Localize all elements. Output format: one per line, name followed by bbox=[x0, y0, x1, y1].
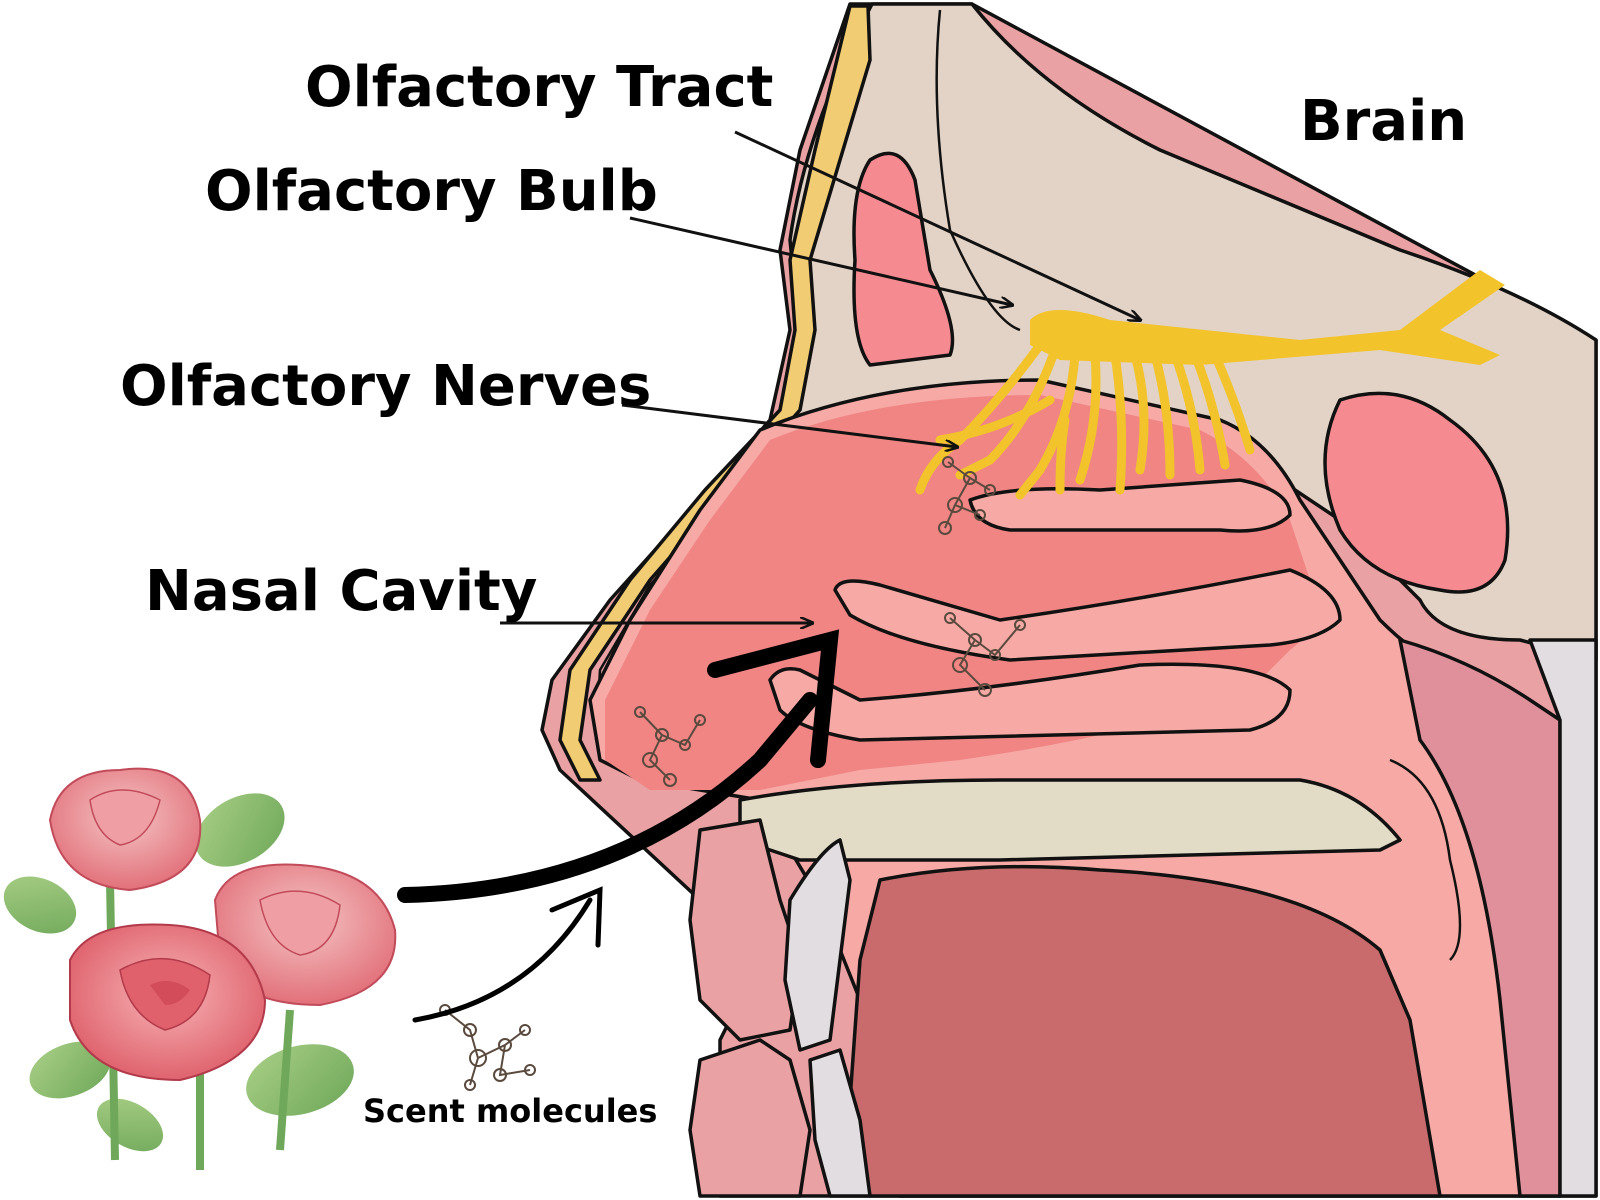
lower-lip bbox=[688, 1038, 812, 1198]
rose-flower bbox=[69, 923, 267, 1082]
rose-leaf bbox=[195, 793, 285, 867]
hard-palate bbox=[738, 778, 1402, 862]
head-cross-section bbox=[540, 2, 1598, 1198]
label-brain: Brain bbox=[1300, 89, 1467, 154]
leader-olfactory-bulb bbox=[629, 216, 1012, 305]
airflow-arrow-small bbox=[412, 897, 593, 1023]
airflow-arrow-large bbox=[397, 692, 818, 903]
leader-olfactory-tract bbox=[734, 130, 1140, 320]
rose-leaf bbox=[29, 1041, 111, 1099]
labels: Olfactory Tract Olfactory Bulb Olfactory… bbox=[120, 55, 1467, 1130]
airflow-arrowhead-large bbox=[707, 629, 840, 768]
scent-molecule-cluster-air bbox=[439, 1004, 536, 1091]
label-olfactory-nerves: Olfactory Nerves bbox=[120, 354, 651, 419]
rose-leaf bbox=[96, 1098, 164, 1152]
inferior-turbinate bbox=[768, 662, 1292, 742]
olfactory-tract-shape bbox=[1030, 270, 1505, 365]
upper-tooth bbox=[783, 838, 852, 1052]
sphenoid-sinus bbox=[1323, 391, 1510, 594]
pharynx-wall bbox=[1398, 638, 1562, 1198]
label-olfactory-tract: Olfactory Tract bbox=[305, 55, 773, 120]
upper-lip bbox=[688, 818, 802, 1042]
leader-lines bbox=[500, 130, 1140, 623]
frontal-sinus bbox=[852, 151, 955, 367]
superior-turbinate bbox=[968, 478, 1292, 533]
spine-column bbox=[1528, 638, 1598, 1198]
contour-lines bbox=[1389, 758, 1462, 961]
leader-olfactory-nerves bbox=[621, 403, 957, 447]
label-scent-molecules: Scent molecules bbox=[363, 1092, 657, 1130]
label-nasal-cavity: Nasal Cavity bbox=[145, 559, 537, 624]
scent-molecule-cluster-nostril bbox=[634, 706, 706, 787]
roses-illustration bbox=[3, 767, 397, 1170]
rose-stem bbox=[276, 1009, 294, 1151]
airflow-arrows bbox=[397, 629, 840, 1023]
olfactory-nerve-fibers bbox=[915, 340, 1255, 500]
scent-molecule-cluster-nerves bbox=[938, 456, 996, 535]
scent-molecule-cluster-cavity bbox=[944, 612, 1026, 697]
olfactory-nerve-structure bbox=[915, 270, 1505, 500]
rose-leaf bbox=[246, 1044, 354, 1116]
rose-flower bbox=[213, 863, 397, 1007]
rose-flower bbox=[48, 767, 202, 892]
lower-tooth bbox=[808, 1048, 872, 1198]
middle-turbinate bbox=[833, 568, 1342, 662]
airflow-arrowhead-small bbox=[549, 886, 603, 948]
label-olfactory-bulb: Olfactory Bulb bbox=[205, 159, 658, 224]
contour-lines-2 bbox=[935, 9, 1021, 332]
oral-cavity bbox=[848, 864, 1442, 1198]
rose-leaf bbox=[3, 876, 77, 934]
